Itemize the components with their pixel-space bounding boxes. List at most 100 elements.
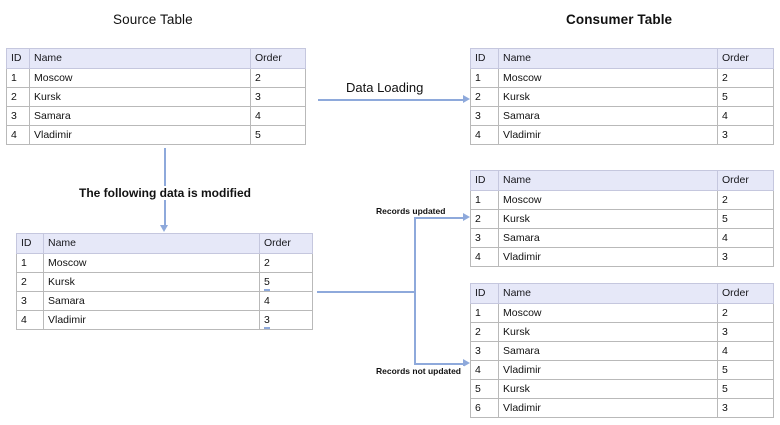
cell-name: Samara [498,106,718,126]
column-header-name: Name [29,48,251,69]
cell-id: 3 [6,106,30,126]
fork-stem-line [317,291,415,293]
data-loading-arrowhead-icon [463,95,470,103]
cell-order: 4 [259,291,313,311]
cell-order: 5 [717,87,774,107]
cell-order: 3 [717,398,774,418]
cell-name: Vladimir [498,360,718,380]
column-header-id: ID [470,170,499,191]
column-header-order: Order [717,170,774,191]
column-header-id: ID [470,283,499,304]
cell-id: 3 [470,106,499,126]
cell-name: Samara [498,228,718,248]
modified-value: 5 [264,276,270,291]
cell-name: Moscow [43,253,260,273]
cell-id: 2 [470,87,499,107]
cell-name: Moscow [498,68,718,88]
modified-arrowhead-icon [160,225,168,232]
cell-name: Moscow [29,68,251,88]
cell-name: Samara [43,291,260,311]
cell-order: 3 [717,247,774,267]
column-header-order: Order [717,283,774,304]
cell-name: Kursk [498,379,718,399]
cell-order: 2 [717,68,774,88]
column-header-order: Order [717,48,774,69]
cell-name: Kursk [498,322,718,342]
cell-name: Vladimir [43,310,260,330]
column-header-name: Name [43,233,260,254]
column-header-id: ID [6,48,30,69]
cell-id: 6 [470,398,499,418]
consumer-table-title: Consumer Table [566,12,673,27]
cell-id: 3 [470,341,499,361]
column-header-name: Name [498,48,718,69]
records-not-updated-label: Records not updated [373,366,465,376]
cell-name: Samara [29,106,251,126]
modified-value: 3 [264,314,270,329]
cell-id: 1 [470,303,499,323]
cell-order: 4 [717,106,774,126]
cell-id: 1 [470,68,499,88]
cell-name: Moscow [498,190,718,210]
cell-name: Kursk [43,272,260,292]
cell-id: 2 [16,272,44,292]
cell-name: Kursk [498,87,718,107]
records-updated-arrowhead-icon [463,213,470,221]
cell-name: Samara [498,341,718,361]
column-header-name: Name [498,170,718,191]
cell-order: 2 [250,68,306,88]
source-table-title: Source Table [113,12,193,27]
cell-id: 1 [16,253,44,273]
cell-name: Vladimir [498,125,718,145]
cell-order: 3 [259,310,313,330]
cell-id: 5 [470,379,499,399]
cell-order: 3 [717,322,774,342]
cell-name: Vladimir [498,247,718,267]
cell-name: Kursk [498,209,718,229]
cell-id: 1 [470,190,499,210]
cell-order: 5 [717,360,774,380]
column-header-id: ID [16,233,44,254]
records-not-updated-connector-line [414,363,464,365]
cell-order: 2 [717,190,774,210]
cell-order: 4 [717,341,774,361]
cell-order: 3 [250,87,306,107]
cell-id: 4 [6,125,30,145]
cell-id: 2 [6,87,30,107]
modified-note-label: The following data is modified [76,186,255,200]
cell-order: 5 [250,125,306,145]
data-loading-connector-line [318,99,464,101]
cell-order: 5 [717,209,774,229]
fork-vertical-line [414,218,416,365]
records-updated-label: Records updated [373,206,449,216]
cell-id: 2 [470,322,499,342]
records-not-updated-arrowhead-icon [463,359,470,367]
cell-order: 2 [717,303,774,323]
cell-order: 4 [717,228,774,248]
